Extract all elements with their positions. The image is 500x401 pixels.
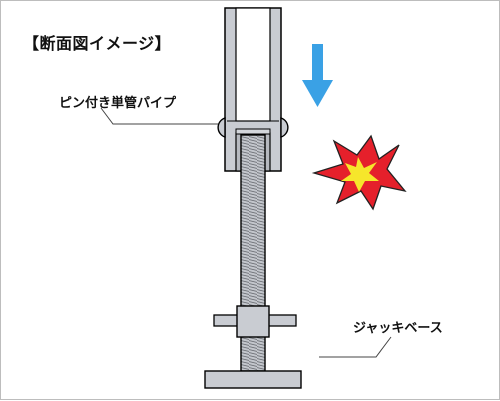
- pipe-pin-right: [280, 117, 289, 138]
- pipe-label: ピン付き単管パイプ: [59, 96, 177, 111]
- jack-leader-line: [319, 336, 392, 358]
- down-arrow-icon: [302, 44, 333, 107]
- jack-nut: [236, 305, 270, 338]
- diagram-title: 【断面図イメージ】: [23, 34, 172, 53]
- impact-burst-icon: [311, 134, 407, 211]
- jack-base-label: ジャッキベース: [353, 321, 443, 336]
- pipe-pin-left: [217, 117, 226, 138]
- pipe-leader-line: [100, 107, 219, 125]
- jack-base-plate: [204, 370, 302, 389]
- pin-bar: [235, 128, 271, 135]
